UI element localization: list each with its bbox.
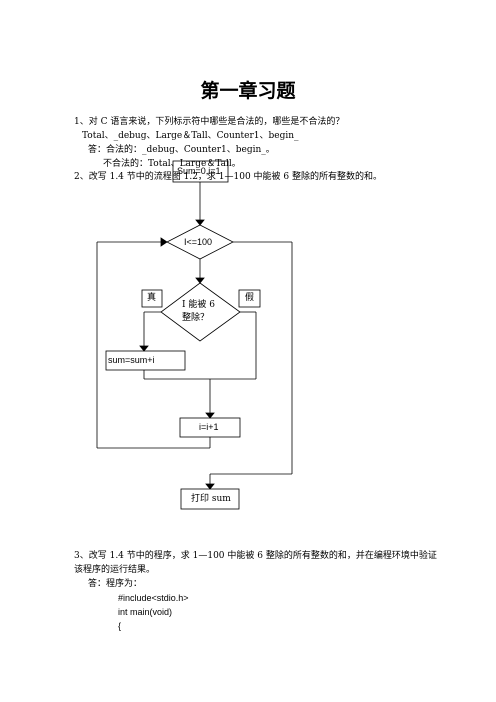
flowchart-condition-loop-text: I<=100: [184, 237, 213, 247]
flowchart-sum-box: [105, 350, 186, 371]
flowchart-true-label: 真: [147, 293, 157, 303]
question-1-answer-illegal: 不合法的：Total、Large＆Tall。: [103, 159, 241, 169]
flowchart-condition-divisible: [160, 282, 241, 342]
question-1-text: 1、对 C 语言来说，下列标示符中哪些是合法的，哪些是不合法的？: [74, 117, 345, 127]
flowchart-init-box: [172, 160, 229, 183]
flowchart-condition-divisible-line1: I 能被 6: [182, 300, 216, 310]
code-line: {: [118, 621, 122, 631]
code-line: int main(void): [118, 607, 173, 617]
flowchart-false-label: 假: [245, 293, 255, 303]
flowchart-true-label-box: [141, 289, 163, 308]
question-3-text-line1: 3、改写 1.4 节中的程序，求 1—100 中能被 6 整除的所有整数的和，并…: [74, 551, 437, 561]
flowchart-init-text: Sum=0,i=1: [177, 166, 221, 176]
flowchart-print-box: [180, 488, 240, 510]
page-title: 第一章习题: [200, 80, 296, 102]
question-1-options: Total、_debug、Large＆Tall、Counter1、begin_: [82, 131, 299, 141]
flowchart-condition-divisible-line2: 整除？: [182, 313, 210, 323]
flowchart-false-label-box: [238, 289, 261, 308]
question-3-answer-label: 答：程序为：: [88, 579, 143, 589]
question-3-text-line2: 该程序的运行结果。: [74, 565, 156, 575]
code-line: #include<stdio.h>: [118, 593, 189, 603]
flowchart-print-text: 打印 sum: [191, 494, 231, 504]
question-1-answer-legal: 答：合法的：_debug、Counter1、begin_。: [88, 145, 275, 155]
flowchart-sum-text: sum=sum+i: [108, 355, 155, 365]
flowchart-increment-text: i=i+1: [199, 422, 219, 432]
